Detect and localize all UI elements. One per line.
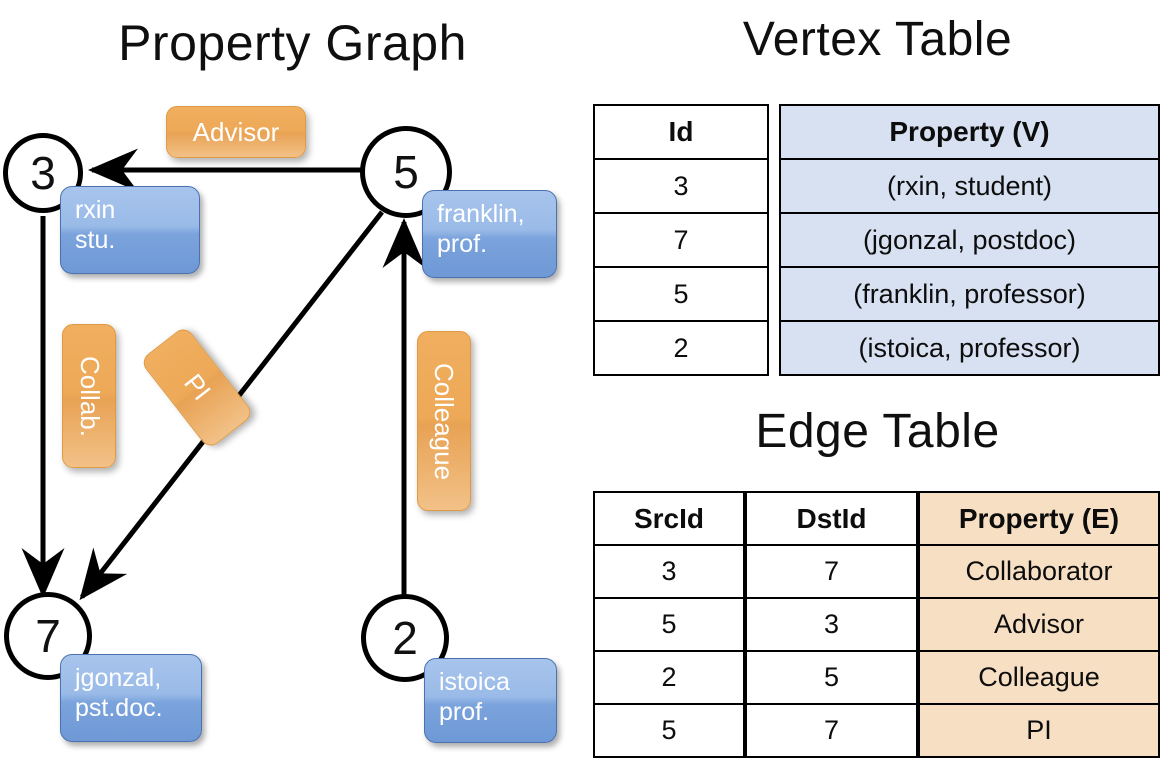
cell-edge-srcid: 5	[593, 703, 745, 758]
column-header-property-e: Property (E)	[918, 491, 1160, 546]
edge-table-property-column: Property (E) Collaborator Advisor Collea…	[918, 491, 1160, 758]
table-row[interactable]: 7	[745, 703, 918, 758]
table-row[interactable]: PI	[918, 703, 1160, 758]
edge-label-text: Collab.	[74, 355, 105, 437]
node-property-line-1: istoica	[439, 668, 510, 696]
column-header-dstid: DstId	[745, 491, 918, 546]
node-property-line-2: stu.	[75, 225, 116, 254]
table-row[interactable]: Colleague	[918, 650, 1160, 705]
cell-vertex-property: (franklin, professor)	[779, 266, 1160, 322]
graph-node-2[interactable]: 2	[361, 594, 449, 682]
table-row[interactable]: Collaborator	[918, 544, 1160, 599]
table-header-row: Property (E)	[918, 491, 1160, 546]
cell-vertex-property: (rxin, student)	[779, 158, 1160, 214]
table-header-row: DstId	[745, 491, 918, 546]
table-header-row: SrcId	[593, 491, 745, 546]
cell-vertex-id: 2	[593, 320, 769, 376]
cell-edge-property: Collaborator	[918, 544, 1160, 599]
table-row[interactable]: 7	[745, 544, 918, 599]
property-graph-diagram: 3 5 7 2 rxin stu. franklin, prof. jgonza…	[3, 106, 557, 743]
cell-edge-property: Colleague	[918, 650, 1160, 705]
table-row[interactable]: 5	[745, 650, 918, 705]
table-row[interactable]: 2	[593, 650, 745, 705]
edge-table-dstid-column: DstId 7 3 5 7	[745, 491, 918, 758]
node-property-line-1: franklin,	[437, 200, 525, 228]
edge-table-srcid-column: SrcId 3 5 2 5	[593, 491, 745, 758]
table-row[interactable]: (jgonzal, postdoc)	[779, 212, 1160, 268]
graph-node-5[interactable]: 5	[360, 126, 452, 218]
cell-edge-srcid: 3	[593, 544, 745, 599]
cell-edge-srcid: 2	[593, 650, 745, 705]
table-row[interactable]: (istoica, professor)	[779, 320, 1160, 376]
edge-label-advisor[interactable]: Advisor	[166, 106, 306, 158]
node-property-line-2: prof.	[439, 697, 490, 726]
section-title-edge-table: Edge Table	[755, 405, 1000, 458]
table-row[interactable]: 5	[593, 703, 745, 758]
edge-label-text: Colleague	[429, 362, 460, 480]
table-row[interactable]: 5	[593, 266, 769, 322]
edge-label-text: PI	[178, 368, 217, 407]
table-row[interactable]: (franklin, professor)	[779, 266, 1160, 322]
node-property-line-1: rxin	[75, 196, 116, 224]
table-row[interactable]: 5	[593, 597, 745, 652]
cell-vertex-id: 5	[593, 266, 769, 322]
cell-vertex-id: 7	[593, 212, 769, 268]
node-property-line-2: prof.	[437, 229, 488, 258]
section-title-vertex-table: Vertex Table	[742, 13, 1013, 66]
vertex-table-id-column: Id 3 7 5 2	[593, 104, 769, 376]
cell-vertex-property: (jgonzal, postdoc)	[779, 212, 1160, 268]
vertex-table-property-column: Property (V) (rxin, student) (jgonzal, p…	[779, 104, 1160, 376]
column-header-srcid: SrcId	[593, 491, 745, 546]
graph-node-property-rxin[interactable]: rxin stu.	[60, 186, 200, 274]
page-title-property-graph: Property Graph	[118, 15, 467, 71]
edge-label-text: Advisor	[192, 116, 280, 147]
table-row[interactable]: 3	[593, 544, 745, 599]
table-row[interactable]: 3	[593, 158, 769, 214]
node-property-line-2: pst.doc.	[75, 693, 163, 722]
table-row[interactable]: (rxin, student)	[779, 158, 1160, 214]
cell-edge-property: PI	[918, 703, 1160, 758]
column-header-property-v: Property (V)	[779, 104, 1160, 160]
cell-edge-dstid: 7	[745, 544, 918, 599]
graph-node-property-franklin[interactable]: franklin, prof.	[422, 190, 557, 278]
node-property-line-1: jgonzal,	[75, 664, 162, 692]
graph-node-property-jgonzal[interactable]: jgonzal, pst.doc.	[60, 654, 202, 742]
table-row[interactable]: Advisor	[918, 597, 1160, 652]
cell-edge-dstid: 7	[745, 703, 918, 758]
column-header-id: Id	[593, 104, 769, 160]
table-row[interactable]: 7	[593, 212, 769, 268]
edge-label-colleague[interactable]: Colleague	[417, 331, 471, 511]
table-header-row: Property (V)	[779, 104, 1160, 160]
table-row[interactable]: 2	[593, 320, 769, 376]
table-row[interactable]: 3	[745, 597, 918, 652]
cell-edge-property: Advisor	[918, 597, 1160, 652]
table-header-row: Id	[593, 104, 769, 160]
cell-vertex-id: 3	[593, 158, 769, 214]
cell-edge-dstid: 3	[745, 597, 918, 652]
graph-node-property-istoica[interactable]: istoica prof.	[424, 658, 557, 743]
edge-label-collab[interactable]: Collab.	[62, 324, 116, 468]
cell-vertex-property: (istoica, professor)	[779, 320, 1160, 376]
cell-edge-srcid: 5	[593, 597, 745, 652]
cell-edge-dstid: 5	[745, 650, 918, 705]
